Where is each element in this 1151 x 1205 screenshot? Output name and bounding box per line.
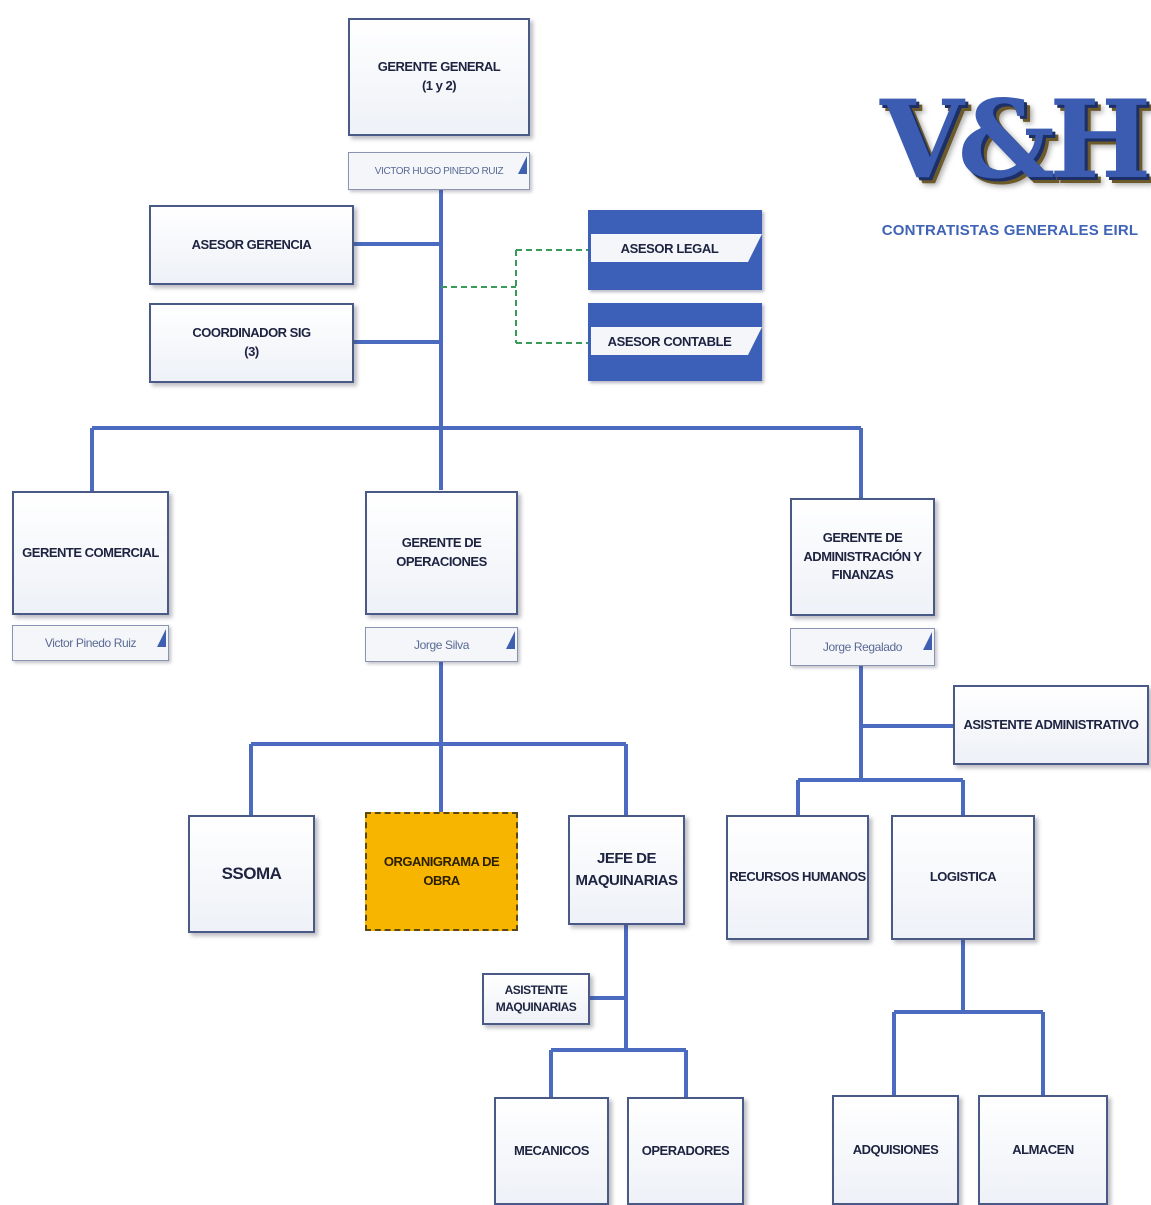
gerente-general-node[interactable]: GERENTE GENERAL (1 y 2) — [348, 18, 530, 136]
gerente-general-name: VICTOR HUGO PINEDO RUIZ — [374, 165, 504, 177]
ssoma-node[interactable]: SSOMA — [188, 815, 315, 933]
asesor-gerencia-node[interactable]: ASESOR GERENCIA — [149, 205, 354, 285]
tag-corner-icon — [518, 156, 527, 174]
asesor-legal-node[interactable]: ASESOR LEGAL — [588, 210, 762, 290]
gerente-administracion-name-tag: Jorge Regalado — [790, 628, 935, 666]
almacen-node[interactable]: ALMACEN — [978, 1095, 1108, 1205]
tag-corner-icon — [923, 632, 932, 650]
notch-icon — [748, 327, 762, 355]
tag-corner-icon — [506, 631, 515, 649]
gerente-comercial-name-tag: Victor Pinedo Ruiz — [12, 625, 169, 661]
gerente-comercial-node[interactable]: GERENTE COMERCIAL — [12, 491, 169, 615]
adquisiones-node[interactable]: ADQUISIONES — [832, 1095, 959, 1205]
gerente-operaciones-name-tag: Jorge Silva — [365, 627, 518, 662]
mecanicos-node[interactable]: MECANICOS — [494, 1097, 609, 1205]
logistica-node[interactable]: LOGISTICA — [891, 815, 1035, 940]
gerente-administracion-node[interactable]: GERENTE DE ADMINISTRACIÓN Y FINANZAS — [790, 498, 935, 616]
company-logo: V&H CONTRATISTAS GENERALES EIRL — [880, 77, 1151, 260]
asistente-administrativo-node[interactable]: ASISTENTE ADMINISTRATIVO — [953, 685, 1149, 765]
logo-mark: V&H — [880, 77, 1151, 203]
gerente-comercial-name: Victor Pinedo Ruiz — [44, 636, 137, 650]
asesor-contable-label: ASESOR CONTABLE — [591, 327, 748, 355]
notch-icon — [748, 234, 762, 262]
logo-subtitle: CONTRATISTAS GENERALES EIRL — [881, 222, 1139, 239]
gerente-operaciones-name: Jorge Silva — [414, 637, 469, 652]
gerente-general-name-tag: VICTOR HUGO PINEDO RUIZ — [348, 152, 530, 190]
asistente-maquinarias-node[interactable]: ASISTENTE MAQUINARIAS — [482, 973, 590, 1025]
gerente-administracion-name: Jorge Regalado — [822, 640, 903, 654]
tag-corner-icon — [157, 629, 166, 647]
coordinador-sig-node[interactable]: COORDINADOR SIG (3) — [149, 303, 354, 383]
operadores-node[interactable]: OPERADORES — [627, 1097, 744, 1205]
gerente-operaciones-node[interactable]: GERENTE DE OPERACIONES — [365, 491, 518, 615]
asesor-legal-label: ASESOR LEGAL — [591, 234, 748, 262]
recursos-humanos-node[interactable]: RECURSOS HUMANOS — [726, 815, 869, 940]
organigrama-obra-node[interactable]: ORGANIGRAMA DE OBRA — [365, 812, 518, 931]
jefe-maquinarias-node[interactable]: JEFE DE MAQUINARIAS — [568, 815, 685, 925]
asesor-contable-node[interactable]: ASESOR CONTABLE — [588, 303, 762, 381]
